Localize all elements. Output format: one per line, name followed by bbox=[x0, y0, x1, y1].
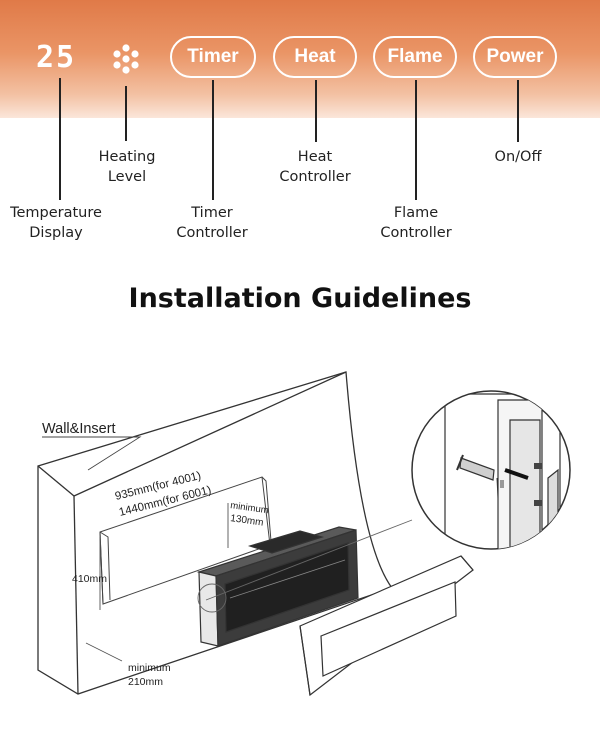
power-button[interactable]: Power bbox=[473, 36, 557, 78]
temperature-display-label: Temperature Display bbox=[10, 205, 102, 241]
detail-callout-circle-small bbox=[197, 583, 227, 613]
heating-level-label: Heating Level bbox=[98, 149, 156, 185]
installation-diagram: Wall&Insert 935mm(for 4001) 1440mm(for 6… bbox=[37, 371, 571, 697]
fireplace-unit bbox=[196, 526, 359, 647]
top-clearance-label-minimum: minimum bbox=[230, 500, 270, 516]
detail-leader-line bbox=[205, 519, 413, 601]
heating-level-icon bbox=[113, 44, 139, 74]
height-dimension-label: 410mm bbox=[72, 573, 107, 585]
wall-insert-label: Wall&Insert bbox=[42, 421, 116, 437]
heat-button[interactable]: Heat bbox=[273, 36, 357, 78]
dimension-lines bbox=[85, 503, 229, 662]
wall-label-underline bbox=[42, 436, 142, 471]
heat-controller-label: Heat Controller bbox=[279, 149, 351, 185]
bottom-clearance-label-value: 210mm bbox=[128, 676, 163, 688]
flame-leader-line bbox=[415, 80, 417, 200]
timer-leader-line bbox=[212, 80, 214, 200]
bottom-clearance-label-minimum: minimum bbox=[128, 662, 171, 674]
flame-button[interactable]: Flame bbox=[373, 36, 457, 78]
heating-level-leader-line bbox=[125, 86, 127, 141]
flame-controller-label: Flame Controller bbox=[380, 205, 452, 241]
temperature-display-readout: 25 bbox=[36, 40, 77, 75]
power-leader-line bbox=[517, 80, 519, 142]
front-frame-panel bbox=[299, 555, 474, 697]
heat-leader-line bbox=[315, 80, 317, 142]
top-clearance-label-value: 130mm bbox=[230, 513, 265, 529]
bracket-detail-view bbox=[411, 390, 571, 550]
timer-button[interactable]: Timer bbox=[170, 36, 256, 78]
on-off-label: On/Off bbox=[494, 149, 542, 165]
section-title: Installation Guidelines bbox=[128, 283, 472, 314]
timer-controller-label: Timer Controller bbox=[176, 205, 248, 241]
temperature-leader-line bbox=[59, 78, 61, 200]
control-panel-banner: 25 Timer Heat Flame Power bbox=[0, 0, 600, 118]
